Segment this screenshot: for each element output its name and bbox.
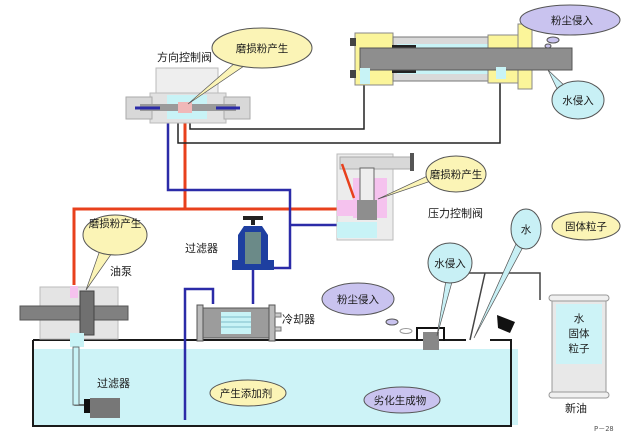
callout-dust-tank: 粉尘侵入 xyxy=(321,282,399,326)
return-lines xyxy=(166,120,340,420)
callout-water-cylinder: 水侵入 xyxy=(547,69,605,120)
pressure-filter xyxy=(232,216,274,270)
label-directional-valve: 方向控制阀 xyxy=(157,51,212,64)
oil-pump xyxy=(19,286,129,406)
callout-wear-valve: 磨损粉产生 xyxy=(187,27,313,105)
cooler xyxy=(196,304,282,342)
callout-dust-tank-text: 粉尘侵入 xyxy=(337,293,379,306)
drum-text-water: 水 xyxy=(574,313,585,325)
drum-text-particles: 粒子 xyxy=(569,342,590,355)
callout-additive-text: 产生添加剂 xyxy=(220,387,273,400)
callout-water-drop: 水 xyxy=(473,208,542,339)
label-new-oil: 新油 xyxy=(565,402,587,415)
label-pump: 油泵 xyxy=(110,265,132,278)
callout-solid-particles-text: 固体粒子 xyxy=(565,220,607,233)
callout-degradation: 劣化生成物 xyxy=(363,386,441,414)
callout-wear-pressure-valve-text: 磨损粉产生 xyxy=(430,168,483,181)
callout-wear-pump-text: 磨损粉产生 xyxy=(89,217,142,230)
callout-additive: 产生添加剂 xyxy=(209,379,287,407)
callout-water-tank-text: 水侵入 xyxy=(434,258,466,270)
breather xyxy=(399,315,515,350)
callout-water-tank: 水侵入 xyxy=(427,242,473,337)
suction-filter-element xyxy=(84,398,120,418)
new-oil-drum xyxy=(548,294,610,399)
callout-solid-particles: 固体粒子 xyxy=(551,211,621,241)
page-number: P－28 xyxy=(594,425,614,433)
drum-text-solid: 固体 xyxy=(569,328,590,340)
callout-degradation-text: 劣化生成物 xyxy=(374,394,427,407)
hydraulic-cylinder xyxy=(350,23,573,90)
callout-wear-valve-text: 磨损粉产生 xyxy=(236,42,289,55)
callout-wear-pump: 磨损粉产生 xyxy=(82,214,148,291)
callout-wear-pressure-valve: 磨损粉产生 xyxy=(377,155,487,200)
label-pressure-valve: 压力控制阀 xyxy=(428,207,483,220)
label-suction-filter: 过滤器 xyxy=(97,377,130,390)
callout-dust-cylinder-text: 粉尘侵入 xyxy=(551,14,593,27)
callout-water-drop-text: 水 xyxy=(521,224,532,236)
pressure-lines xyxy=(72,120,355,285)
directional-control-valve xyxy=(125,67,251,124)
pressure-control-valve xyxy=(336,153,414,241)
callout-water-cylinder-text: 水侵入 xyxy=(562,95,594,107)
label-cooler: 冷却器 xyxy=(282,313,315,326)
callout-dust-cylinder: 粉尘侵入 xyxy=(519,4,621,49)
label-pressure-filter: 过滤器 xyxy=(185,242,218,255)
